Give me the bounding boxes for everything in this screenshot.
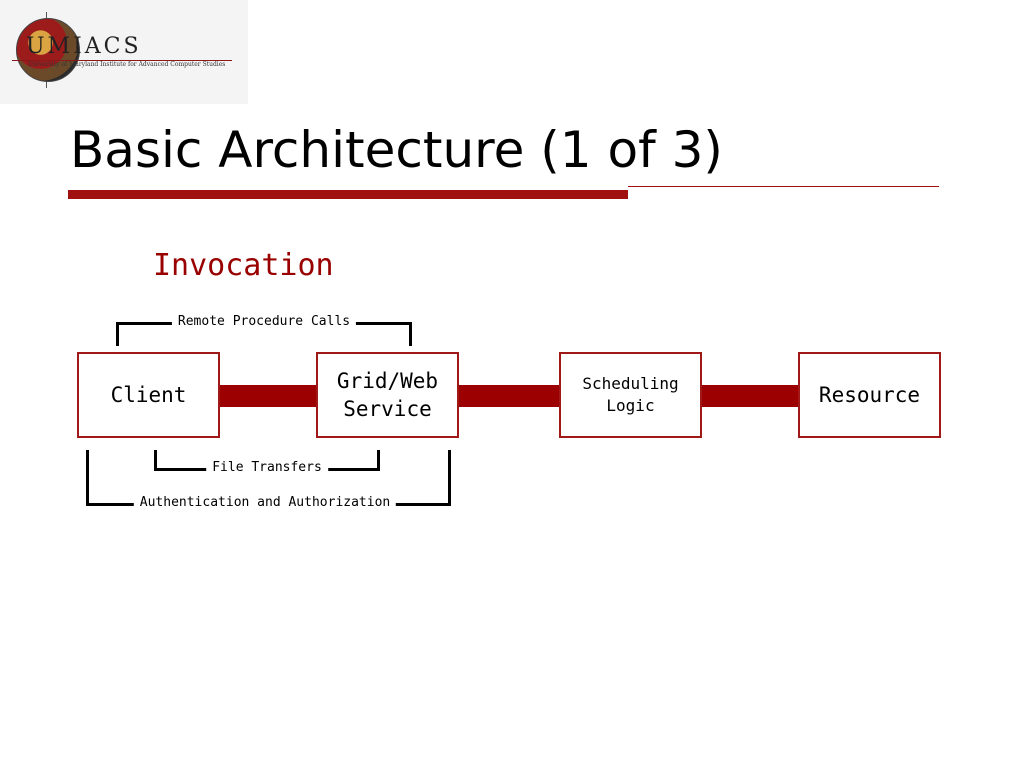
logo-emblem-icon <box>16 18 80 82</box>
umiacs-logo: UMIACS University of Maryland Institute … <box>0 0 248 104</box>
bracket-files-label: File Transfers <box>206 460 328 475</box>
link-grid-scheduling <box>458 385 560 407</box>
slide-subtitle: Invocation <box>153 248 334 283</box>
node-client-label: Client <box>110 383 187 407</box>
link-scheduling-resource <box>701 385 799 407</box>
node-client: Client <box>77 352 220 438</box>
bracket-auth-right <box>448 450 451 506</box>
node-scheduling-logic: Scheduling Logic <box>559 352 702 438</box>
slide-title: Basic Architecture (1 of 3) <box>70 121 723 179</box>
node-resource-label: Resource <box>818 383 921 407</box>
link-client-grid <box>219 385 317 407</box>
node-resource: Resource <box>798 352 941 438</box>
node-sched-label-line1: Scheduling <box>582 373 679 393</box>
node-grid-label-line2: Service <box>343 397 432 421</box>
bracket-files-left <box>154 450 157 471</box>
bracket-auth-label: Authentication and Authorization <box>133 495 397 510</box>
bracket-rpc-label: Remote Procedure Calls <box>171 314 357 329</box>
title-underline-rule <box>628 186 939 187</box>
logo-crosshair-horizontal <box>12 60 232 61</box>
node-sched-label-line2: Logic <box>606 396 655 415</box>
bracket-auth-left <box>86 450 89 506</box>
node-grid-label-line1: Grid/Web <box>336 368 439 393</box>
title-underline-bar <box>68 190 628 199</box>
bracket-files-right <box>377 450 380 471</box>
bracket-rpc-right <box>409 322 412 346</box>
logo-wordmark: UMIACS <box>26 34 142 59</box>
bracket-rpc-left <box>116 322 119 346</box>
logo-tagline: University of Maryland Institute for Adv… <box>28 61 226 68</box>
node-grid-web-service: Grid/Web Service <box>316 352 459 438</box>
